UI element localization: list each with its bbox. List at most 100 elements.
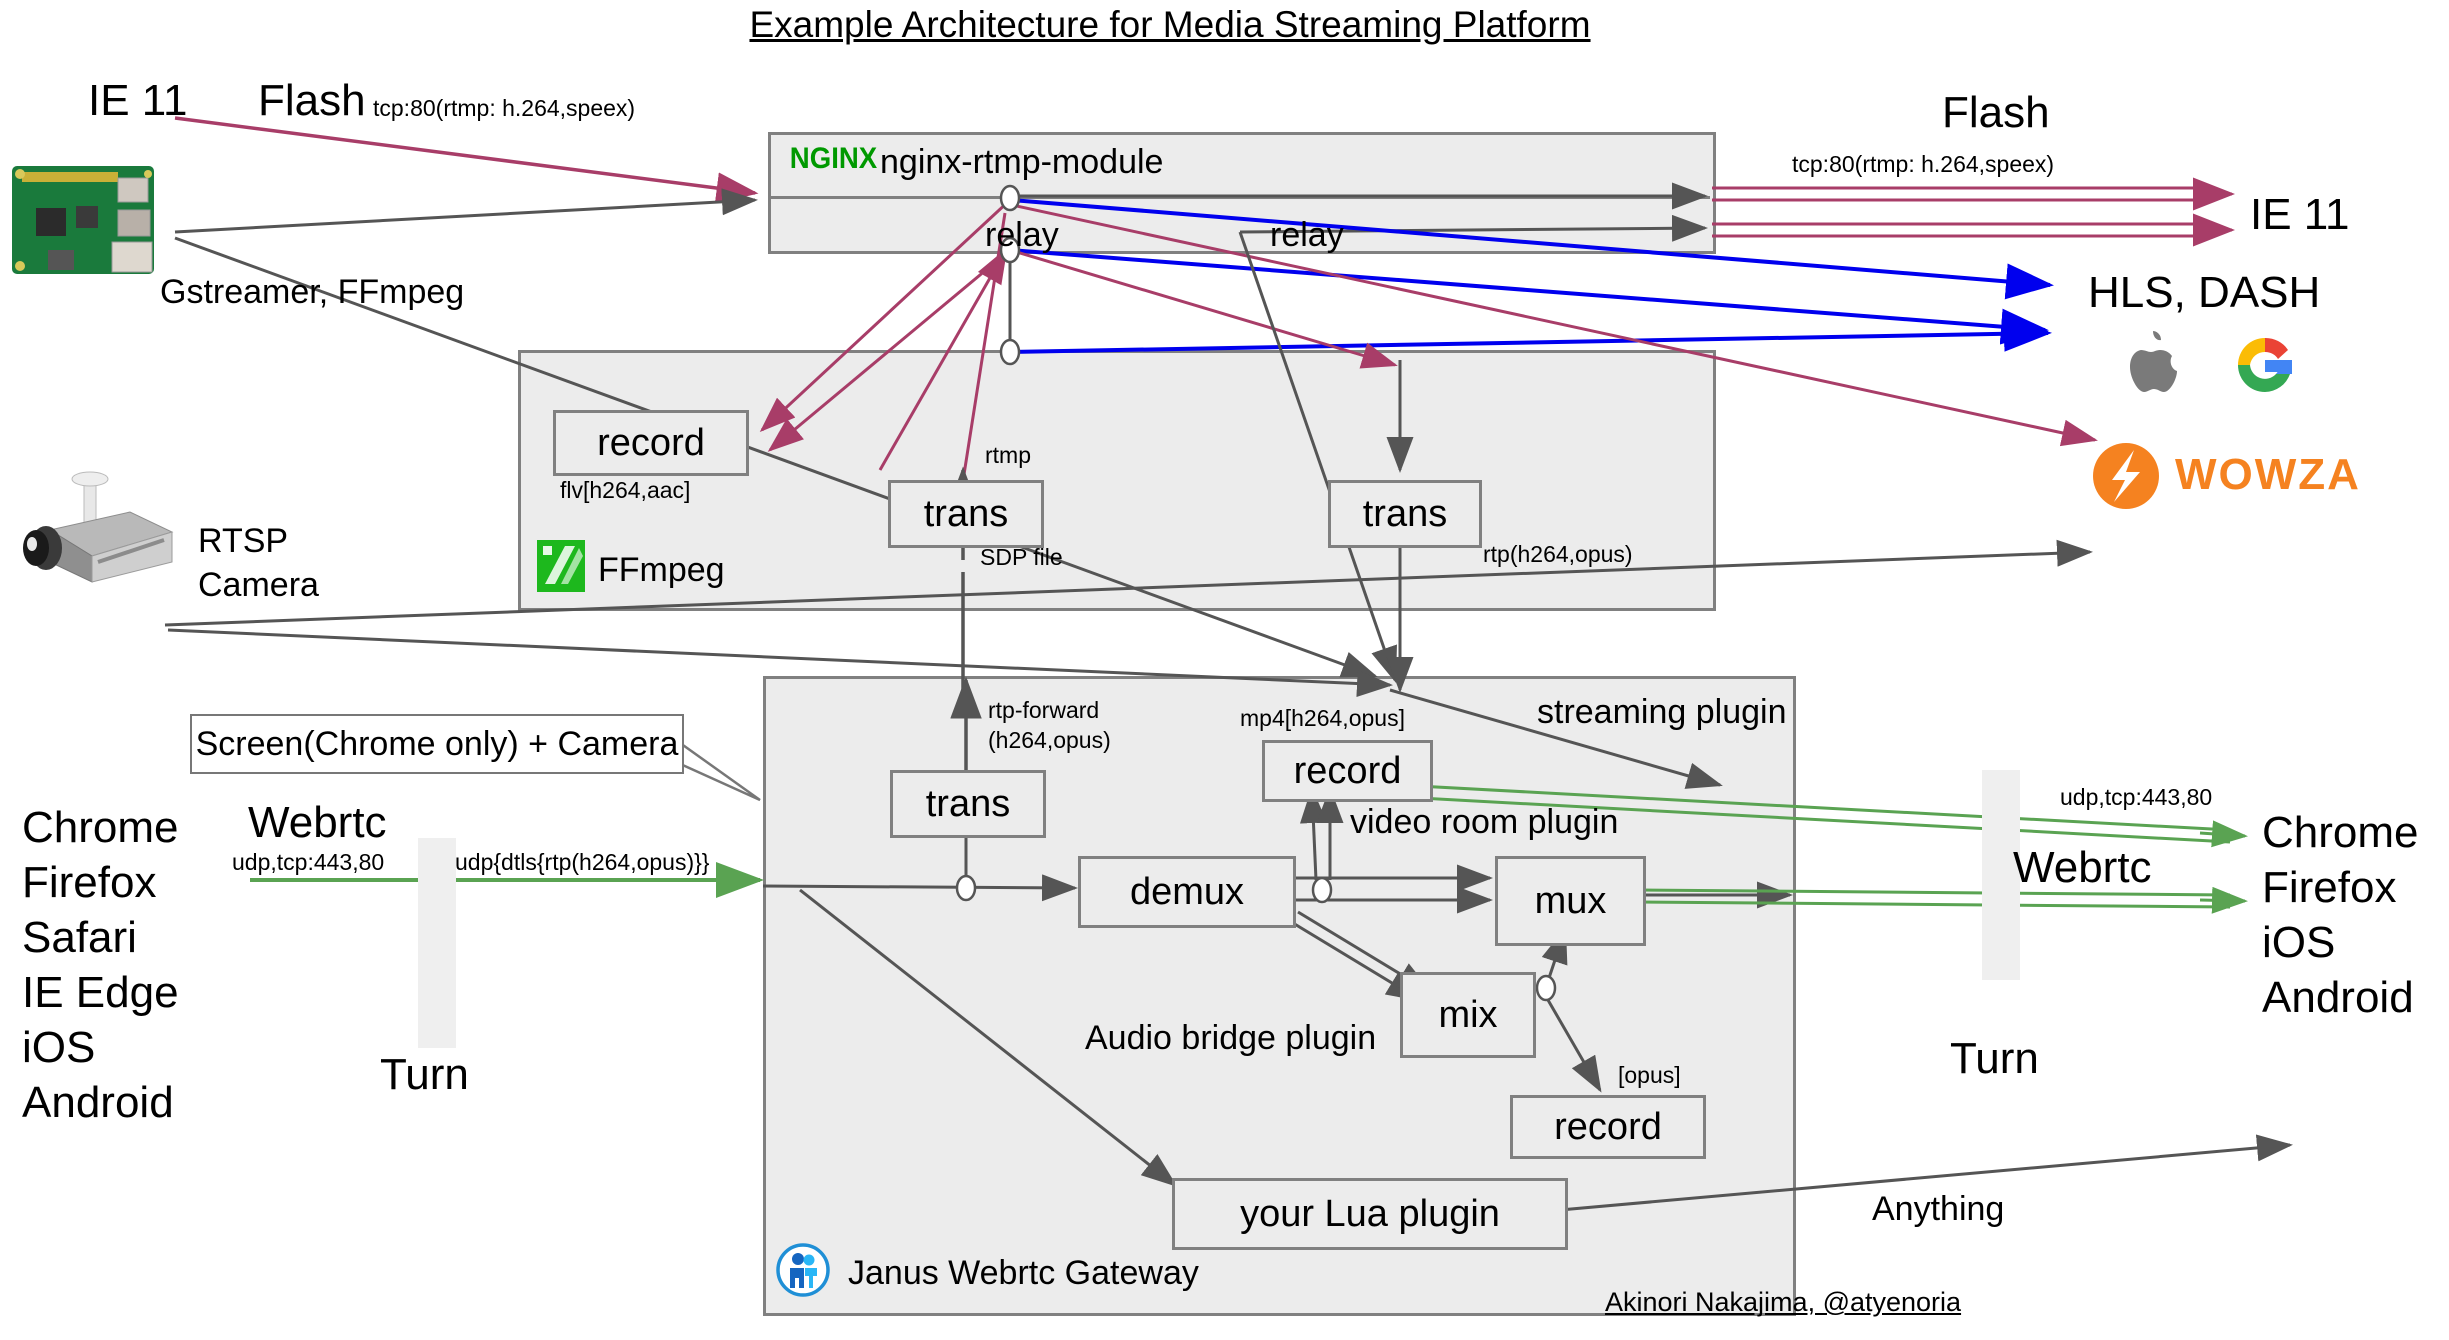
ffmpeg-group-title: FFmpeg: [598, 551, 725, 589]
nginx-group-title: nginx-rtmp-module: [880, 143, 1164, 181]
ffmpeg-trans-left-label: trans: [923, 492, 1009, 535]
edge-janus-to-webrtc-bottom: [1639, 886, 2248, 914]
relay-left-label: relay: [985, 216, 1059, 254]
right-webrtc-proto-label: udp,tcp:443,80: [2060, 784, 2213, 810]
left-webrtc-proto-right: udp{dtls{rtp(h264,opus)}}: [455, 849, 710, 875]
edge-rtsp-to-wowza: [164, 539, 2093, 627]
janus-lua-plugin-box[interactable]: your Lua plugin: [1172, 1178, 1568, 1250]
ffmpeg-trans-left-box[interactable]: trans: [888, 480, 1044, 548]
ffmpeg-trans-right-box[interactable]: trans: [1328, 480, 1482, 548]
janus-demux-box[interactable]: demux: [1078, 856, 1296, 928]
author-credit: Akinori Nakajima, @atyenoria: [1605, 1287, 1962, 1317]
edge-relay-right-to-janus: [1238, 231, 1397, 683]
ffmpeg-group-box: [518, 350, 1716, 611]
left-turn-bar: [418, 838, 456, 1048]
edge-nginx-to-wowza: [1011, 203, 2098, 447]
rtp-forward-label-2: (h264,opus): [988, 727, 1111, 753]
ffmpeg-trans-right-label: trans: [1362, 492, 1448, 535]
edge-nginx-to-hls-1: [1011, 198, 2054, 300]
relay-right-label: relay: [1270, 216, 1344, 254]
apple-logo-icon: [2130, 331, 2177, 392]
right-turn-bar: [1982, 770, 2020, 980]
janus-trans-label: trans: [925, 782, 1011, 825]
rtsp-camera-icon: [23, 471, 174, 583]
junction-nginx-top: [999, 184, 1021, 212]
rtmp-label: rtmp: [985, 442, 1031, 468]
page-title: Example Architecture for Media Streaming…: [749, 4, 1591, 45]
mp4-format-label: mp4[h264,opus]: [1240, 705, 1405, 731]
janus-mix-label: mix: [1438, 993, 1498, 1036]
janus-logo-icon: [776, 1243, 830, 1297]
rtsp-label-line2: Camera: [198, 566, 319, 604]
edge-ie11-to-nginx: [174, 116, 759, 204]
ffmpeg-record-format: flv[h264,aac]: [560, 477, 691, 503]
janus-trans-box[interactable]: trans: [890, 770, 1046, 838]
janus-mux-box[interactable]: mux: [1495, 856, 1646, 946]
janus-record-bottom-box[interactable]: record: [1510, 1095, 1706, 1159]
edge-nginx-to-record-2: [767, 248, 1011, 452]
right-hls-dash-label: HLS, DASH: [2088, 268, 2321, 317]
left-flash-proto-label: tcp:80(rtmp: h.264,speex): [373, 95, 636, 121]
edge-lua-to-anything: [1559, 1134, 2293, 1212]
rtp-h264-opus-label: rtp(h264,opus): [1483, 541, 1633, 567]
rtp-forward-label-1: rtp-forward: [988, 697, 1100, 723]
right-browsers-list: Chrome Firefox iOS Android: [2262, 808, 2419, 1022]
video-room-plugin-label: video room plugin: [1350, 803, 1619, 841]
edge-nginx-to-record-1: [759, 198, 1012, 433]
janus-demux-label: demux: [1129, 870, 1245, 913]
anything-label: Anything: [1872, 1190, 2005, 1228]
right-flash-label: Flash: [1942, 88, 2050, 137]
edge-relay-to-hls-3: [1009, 315, 2052, 354]
ffmpeg-logo-icon: [537, 540, 585, 592]
janus-record-top-box[interactable]: record: [1262, 740, 1433, 802]
edge-nginx-to-ie11-b: [1712, 213, 2235, 247]
left-webrtc-label: Webrtc: [248, 798, 387, 847]
edge-in-to-demux: [762, 874, 1078, 902]
screen-camera-callout: Screen(Chrome only) + Camera: [190, 714, 684, 774]
edge-nginx-to-hls-2: [1009, 248, 2049, 345]
right-turn-label: Turn: [1950, 1034, 2039, 1083]
nginx-logo-icon: NGINX: [789, 142, 878, 175]
edge-streaming-plugin: [1389, 688, 1723, 789]
google-logo-icon: [2238, 337, 2292, 392]
edge-demux-to-record-top: [1299, 787, 1344, 881]
edge-rpi-to-nginx: [174, 188, 758, 234]
edge-nginx-out-second: [1239, 214, 1708, 242]
junction-mix-out: [1535, 974, 1557, 1002]
edge-record-to-relay: [878, 247, 1008, 471]
wowza-label: WOWZA: [2175, 450, 2361, 499]
janus-mux-label: mux: [1534, 879, 1607, 922]
junction-janus-in: [955, 874, 977, 902]
audio-bridge-plugin-label: Audio bridge plugin: [1085, 1019, 1377, 1057]
left-ie11-label: IE 11: [88, 76, 188, 125]
raspberry-pi-icon: [12, 166, 154, 274]
left-turn-label: Turn: [380, 1050, 469, 1099]
streaming-plugin-label: streaming plugin: [1537, 693, 1787, 731]
janus-record-bottom-label: record: [1554, 1105, 1662, 1148]
janus-group-title: Janus Webrtc Gateway: [848, 1254, 1199, 1292]
edge-nginx-to-relay-right: [1009, 248, 1398, 369]
edge-rpi-to-janus: [174, 236, 1378, 678]
janus-lua-plugin-label: your Lua plugin: [1240, 1192, 1500, 1235]
janus-mix-box[interactable]: mix: [1400, 972, 1536, 1058]
junction-relay-left: [999, 236, 1021, 264]
ffmpeg-record-label: record: [597, 421, 705, 464]
left-webrtc-proto-left: udp,tcp:443,80: [232, 849, 385, 875]
edge-rtsp-to-janus: [167, 628, 1393, 698]
janus-record-top-label: record: [1293, 749, 1402, 792]
edge-mix-to-record-bottom: [1546, 999, 1602, 1093]
right-webrtc-label: Webrtc: [2013, 843, 2152, 892]
sdp-file-label: SDP file: [980, 544, 1063, 570]
junction-demux-out: [1311, 876, 1333, 904]
ffmpeg-record-box[interactable]: record: [553, 410, 749, 476]
right-flash-proto-label: tcp:80(rtmp: h.264,speex): [1792, 151, 2055, 177]
screen-camera-callout-label: Screen(Chrome only) + Camera: [195, 724, 679, 763]
junction-ffmpeg-top: [999, 338, 1021, 366]
opus-format-label: [opus]: [1618, 1062, 1681, 1088]
edge-in-to-lua: [799, 888, 1178, 1187]
edge-nginx-to-ie11-a: [1712, 177, 2235, 211]
gstreamer-ffmpeg-label: Gstreamer, FFmpeg: [160, 273, 465, 311]
left-browsers-list: Chrome Firefox Safari IE Edge iOS Androi…: [22, 803, 179, 1127]
